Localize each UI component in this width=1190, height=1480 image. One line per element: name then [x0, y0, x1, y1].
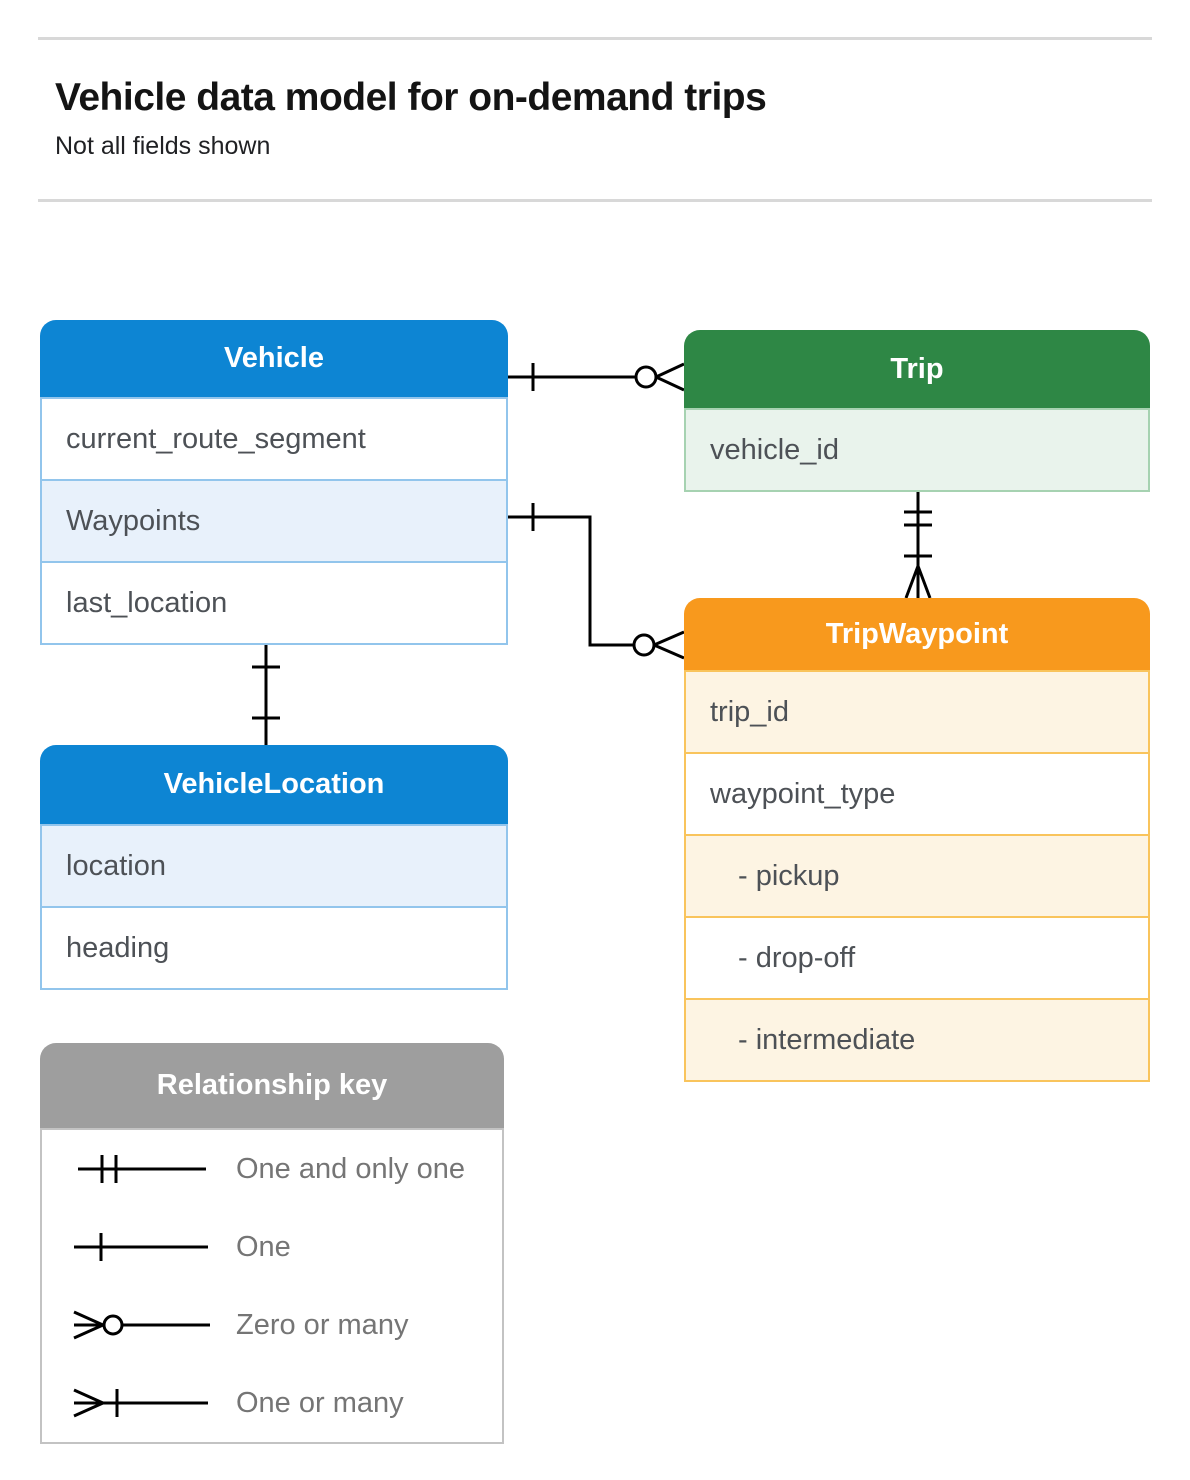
- entity-vehicle-header: Vehicle: [40, 320, 508, 397]
- entity-vehicle: Vehicle current_route_segment Waypoints …: [40, 320, 508, 645]
- field-trip-id: trip_id: [686, 672, 1148, 752]
- field-waypoint-type-drop-off: - drop-off: [686, 916, 1148, 998]
- entity-vehicle-fields: current_route_segment Waypoints last_loc…: [40, 397, 508, 645]
- entity-tripwaypoint: TripWaypoint trip_id waypoint_type - pic…: [684, 598, 1150, 1082]
- relationship-key: Relationship key One and only one: [40, 1043, 504, 1444]
- entity-trip-fields: vehicle_id: [684, 408, 1150, 492]
- one-and-only-one-icon: [78, 1155, 206, 1183]
- one-or-many-icon: [73, 1388, 208, 1418]
- field-heading: heading: [42, 906, 506, 988]
- relationship-key-rows: One and only one One: [40, 1128, 504, 1444]
- field-waypoints: Waypoints: [42, 479, 506, 561]
- zero-or-many-icon: [73, 1310, 210, 1340]
- page-subtitle: Not all fields shown: [55, 132, 271, 160]
- key-row-one-and-only-one: One and only one: [42, 1130, 502, 1208]
- entity-trip-header: Trip: [684, 330, 1150, 408]
- entity-tripwaypoint-header: TripWaypoint: [684, 598, 1150, 670]
- key-label: Zero or many: [236, 1308, 409, 1341]
- field-waypoint-type-pickup: - pickup: [686, 834, 1148, 916]
- key-row-zero-or-many: Zero or many: [42, 1286, 502, 1364]
- entity-tripwaypoint-fields: trip_id waypoint_type - pickup - drop-of…: [684, 670, 1150, 1082]
- connector-vehicle-trip: [508, 362, 685, 392]
- key-row-one-or-many: One or many: [42, 1364, 502, 1442]
- relationship-key-header: Relationship key: [40, 1043, 504, 1128]
- field-current-route-segment: current_route_segment: [42, 399, 506, 479]
- field-location: location: [42, 826, 506, 906]
- page-title: Vehicle data model for on-demand trips: [55, 76, 767, 119]
- connector-vehicle-vehiclelocation: [252, 637, 280, 745]
- top-divider: [38, 37, 1152, 40]
- entity-trip: Trip vehicle_id: [684, 330, 1150, 492]
- key-label: One: [236, 1230, 291, 1263]
- connector-trip-tripwaypoint: [904, 490, 932, 599]
- header-divider: [38, 199, 1152, 202]
- entity-vehiclelocation-header: VehicleLocation: [40, 745, 508, 824]
- entity-vehiclelocation: VehicleLocation location heading: [40, 745, 508, 990]
- connector-waypoints-tripwaypoint: [508, 503, 685, 660]
- field-waypoint-type-intermediate: - intermediate: [686, 998, 1148, 1080]
- one-icon: [74, 1233, 208, 1261]
- key-label: One and only one: [236, 1152, 465, 1185]
- field-waypoint-type: waypoint_type: [686, 752, 1148, 834]
- field-last-location: last_location: [42, 561, 506, 643]
- field-vehicle-id: vehicle_id: [686, 410, 1148, 490]
- key-row-one: One: [42, 1208, 502, 1286]
- key-label: One or many: [236, 1386, 404, 1419]
- entity-vehiclelocation-fields: location heading: [40, 824, 508, 990]
